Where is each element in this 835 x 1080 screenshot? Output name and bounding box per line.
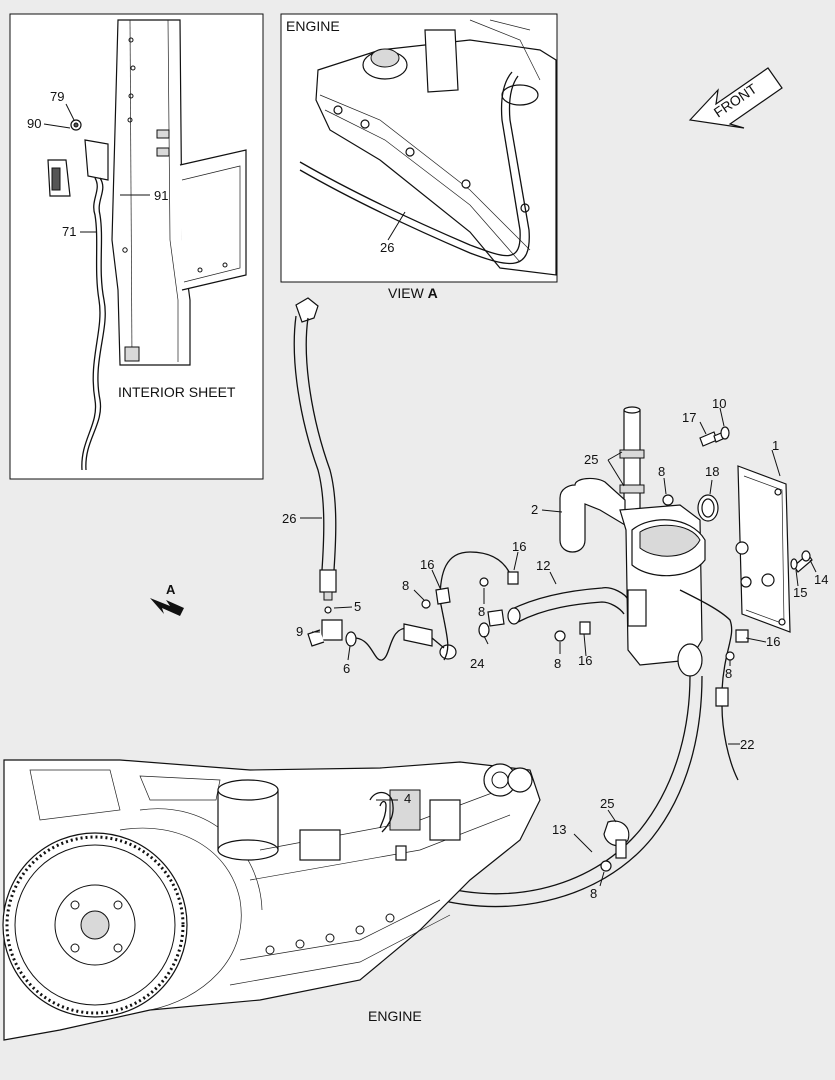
heater-assembly: 25 2 12 8 18 17 10 1 14 15 16 16 8 8 22 … [367,396,828,908]
callout-10: 10 [712,396,726,411]
callout-26: 26 [282,511,296,526]
front-direction-arrow: FRONT [688,67,783,129]
callout-8-f: 8 [590,886,597,901]
view-a-caption: VIEW A [388,285,438,301]
callout-8-b: 8 [402,578,409,593]
callout-16-c: 16 [578,653,592,668]
callout-9: 9 [296,624,303,639]
callout-14: 14 [814,572,828,587]
interior-sheet-caption: INTERIOR SHEET [118,384,236,400]
callout-25-upper: 25 [584,452,598,467]
callout-1: 1 [772,438,779,453]
fitting-group: 5 9 6 [296,599,457,676]
callout-16-b: 16 [512,539,526,554]
engine-label: ENGINE [368,1008,422,1024]
callout-16-d: 16 [766,634,780,649]
callout-8-d: 8 [554,656,561,671]
view-a-panel: ENGINE 26 VIEW A [280,13,558,301]
callout-13: 13 [552,822,566,837]
callout-5: 5 [354,599,361,614]
callout-18: 18 [705,464,719,479]
callout-12: 12 [536,558,550,573]
view-arrow-label: A [166,582,176,597]
callout-91: 91 [154,188,168,203]
hose-26: 26 [282,297,337,601]
callout-15: 15 [793,585,807,600]
callout-26-view-a: 26 [380,240,394,255]
callout-8-c: 8 [478,604,485,619]
callout-17: 17 [682,410,696,425]
callout-22: 22 [740,737,754,752]
callout-4: 4 [404,791,411,806]
callout-6: 6 [343,661,350,676]
view-a-engine-heading: ENGINE [286,18,340,34]
view-a-direction-arrow: A [150,582,184,616]
callout-8-e: 8 [725,666,732,681]
harness: 16 16 24 8 8 [402,539,526,671]
callout-16-a: 16 [420,557,434,572]
callout-8-a: 8 [658,464,665,479]
callout-24: 24 [470,656,484,671]
callout-25-lower: 25 [600,796,614,811]
callout-2: 2 [531,502,538,517]
callout-79: 79 [50,89,64,104]
callout-71: 71 [62,224,76,239]
callout-90: 90 [27,116,41,131]
engine: 4 ENGINE [2,759,541,1041]
interior-sheet-panel: 79 90 91 71 INTERIOR SHEET [9,13,264,480]
